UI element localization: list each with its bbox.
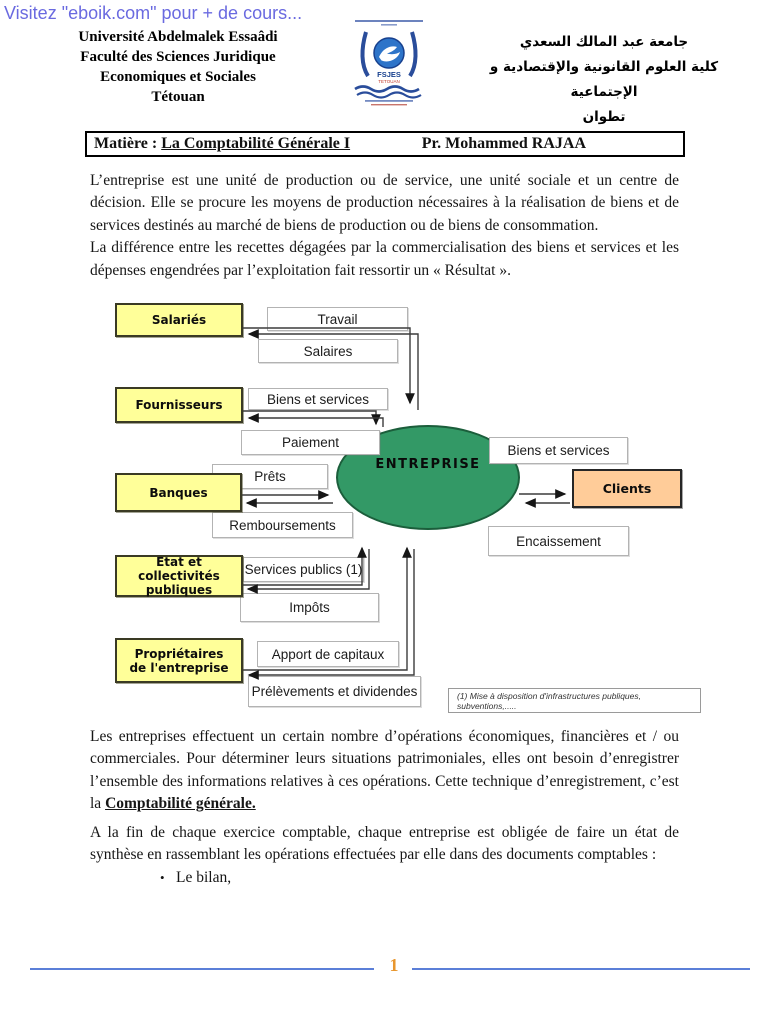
flow-apport-capitaux: Apport de capitaux [257, 641, 399, 667]
logo-city: TETOUAN [378, 79, 399, 84]
course-title-bar: Matière : La Comptabilité Générale I Pr.… [85, 131, 685, 157]
arrow-impots [246, 549, 370, 594]
university-name: Université Abdelmalek Essaâdi [78, 29, 278, 45]
footer-rule-right [412, 968, 750, 970]
actor-fournisseurs: Fournisseurs [115, 387, 243, 423]
footer-rule-left [30, 968, 374, 970]
flow-biens-et-services: Biens et services [248, 388, 388, 410]
course-title: Matière : La Comptabilité Générale I [87, 135, 350, 153]
operations-text-body: Les entreprises effectuent un certain no… [90, 728, 679, 813]
arrow-biens-services [243, 410, 381, 426]
logo-wave-2 [356, 91, 422, 99]
logo-left-pillar [360, 31, 370, 78]
entreprise-ellipse: ENTREPRISE [336, 425, 520, 530]
university-name-arabic: جامعة عبد المالك السعدي [519, 34, 689, 50]
university-header-arabic: جامعة عبد المالك السعدي كلية العلوم القا… [468, 30, 740, 130]
flow-impots: Impôts [240, 593, 379, 622]
arrow-salaires [247, 329, 419, 410]
flow-prelevements-dividendes: Prélèvements et dividendes [248, 676, 421, 707]
actor-etat-collectivites: Etat et collectivités publiques [115, 555, 243, 597]
logo-right-pillar [408, 31, 418, 78]
dove-icon [379, 46, 400, 62]
course-title-name: La Comptabilité Générale I [161, 135, 351, 152]
faculty-name-arabic: كلية العلوم القانونية والإقتصادية و الإج… [489, 59, 719, 100]
city-name: Tétouan [151, 89, 205, 105]
professor-name: Pr. Mohammed RAJAA [421, 135, 586, 152]
city-name-arabic: تطوان [582, 109, 626, 125]
faculty-name-line1: Faculté des Sciences Juridique [80, 49, 276, 65]
actor-clients: Clients [572, 469, 682, 508]
intro-paragraph-1: L’entreprise est une unité de production… [90, 172, 679, 234]
operations-text: Les entreprises effectuent un certain no… [90, 726, 679, 816]
comptabilite-generale-term: Comptabilité générale. [105, 795, 256, 813]
intro-paragraph-2: La différence entre les recettes dégagée… [90, 239, 679, 279]
flow-remboursements: Remboursements [212, 512, 353, 538]
course-title-prefix: Matière : [94, 135, 162, 152]
arrow-travail [243, 327, 415, 405]
actor-proprietaires: Propriétaires de l'entreprise [115, 638, 243, 683]
exercice-paragraph: A la fin de chaque exercice comptable, c… [90, 822, 679, 889]
faculty-name-line2: Economiques et Sociales [100, 69, 256, 85]
diagram-footnote: (1) Mise à disposition d'infrastructures… [448, 688, 701, 713]
flow-travail: Travail [267, 307, 408, 331]
flow-paiement: Paiement [241, 430, 380, 455]
flow-biens-et-services-clients: Biens et services [489, 437, 628, 464]
intro-text: L’entreprise est une unité de production… [90, 170, 679, 282]
operations-paragraph: Les entreprises effectuent un certain no… [90, 726, 679, 816]
logo-top-decorative-text [355, 20, 423, 26]
exercice-text: A la fin de chaque exercice comptable, c… [90, 824, 679, 864]
actor-banques: Banques [115, 473, 242, 512]
flow-services-publics: Services publics (1) [243, 557, 364, 582]
arrow-prelevements [247, 549, 415, 680]
list-item: • Le bilan, [90, 867, 679, 889]
flow-salaires: Salaires [258, 339, 398, 363]
actor-salaries: Salariés [115, 303, 243, 337]
fsjes-logo: FSJES TETOUAN [354, 20, 423, 106]
flow-encaissement: Encaissement [488, 526, 629, 556]
arrow-services-publics [243, 546, 367, 586]
logo-bottom-decorative-text [365, 100, 413, 106]
eboik-promo-link[interactable]: Visitez "eboik.com" pour + de cours... [4, 3, 303, 23]
arrow-apport-capitaux [243, 546, 412, 671]
arrow-paiement [247, 413, 384, 427]
bullet-icon: • [160, 869, 165, 885]
logo-wave-1 [354, 85, 420, 93]
bullet-bilan-label: Le bilan, [176, 868, 232, 886]
logo-acronym: FSJES [377, 70, 401, 79]
page-number: 1 [389, 955, 399, 975]
flow-prets: Prêts [212, 464, 328, 489]
university-header-french: Université Abdelmalek Essaâdi Faculté de… [46, 27, 310, 107]
